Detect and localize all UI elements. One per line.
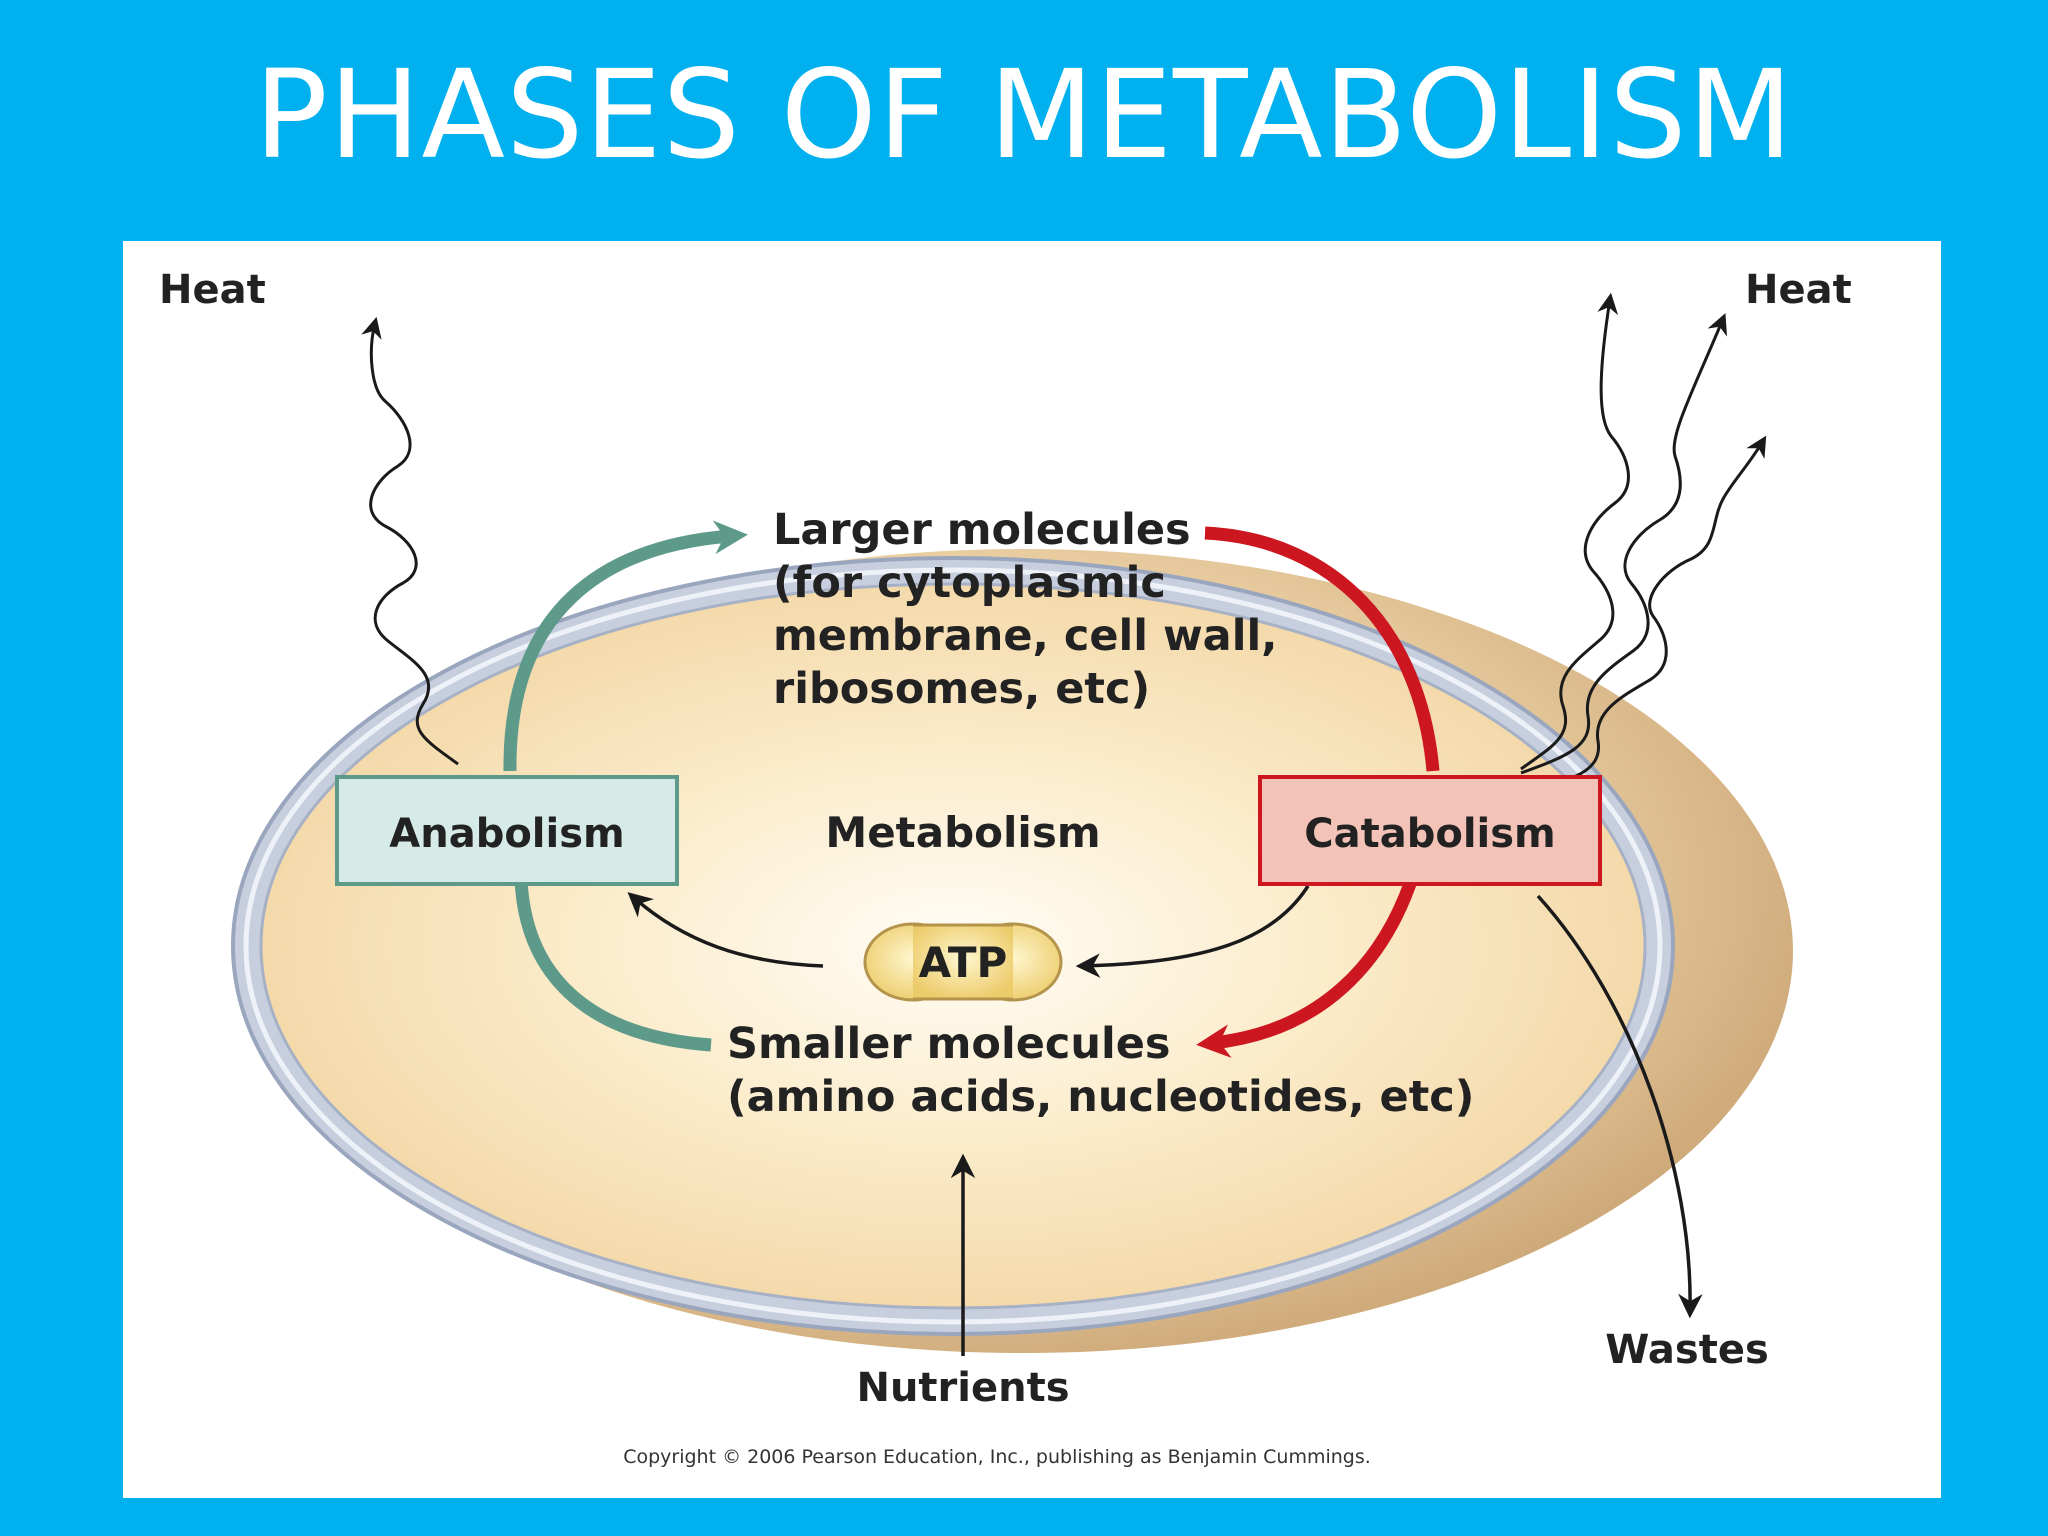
svg-text:Smaller molecules: Smaller molecules	[727, 1019, 1170, 1069]
heat-squiggle-left	[361, 316, 459, 766]
atp-label: ATP	[919, 938, 1008, 987]
svg-text:(for cytoplasmic: (for cytoplasmic	[773, 558, 1166, 608]
metabolism-diagram: Anabolism Catabolism Metabolism ATP Larg…	[159, 267, 1852, 1468]
catabolism-box	[1258, 775, 1602, 886]
cell-membrane-inner-line	[243, 567, 1663, 1325]
svg-text:Larger molecules: Larger molecules	[773, 505, 1191, 555]
wastes-label: Wastes	[1605, 1327, 1769, 1373]
svg-text:(amino acids, nucleotides, etc: (amino acids, nucleotides, etc)	[727, 1072, 1474, 1122]
heat-squiggle-right-3	[1520, 435, 1767, 793]
atp-to-anabolism-arrow	[627, 892, 824, 968]
larger-molecules-label: Larger molecules (for cytoplasmic membra…	[773, 505, 1278, 714]
smaller-molecules-label: Smaller molecules (amino acids, nucleoti…	[727, 1019, 1474, 1122]
heat-squiggle-right-2	[1520, 313, 1728, 775]
atp-molecule	[863, 922, 1063, 1002]
svg-text:membrane, cell wall,: membrane, cell wall,	[773, 611, 1278, 661]
wastes-arrow	[1536, 894, 1703, 1319]
heat-label-left: Heat	[159, 267, 266, 313]
catabolism-arc-bottom	[1196, 878, 1418, 1058]
copyright-notice: Copyright © 2006 Pearson Education, Inc.…	[623, 1446, 1371, 1468]
catabolism-label: Catabolism	[1304, 811, 1555, 857]
metabolism-label: Metabolism	[825, 808, 1100, 857]
nutrients-label: Nutrients	[856, 1365, 1069, 1411]
anabolism-label: Anabolism	[389, 811, 624, 857]
slide-title: PHASES OF METABOLISM	[254, 44, 1794, 186]
heat-squiggle-right-1	[1520, 292, 1630, 771]
svg-text:ribosomes, etc): ribosomes, etc)	[773, 664, 1150, 714]
catabolism-to-atp-arrow	[1075, 885, 1310, 978]
heat-label-right: Heat	[1745, 267, 1852, 313]
anabolism-arc-down	[514, 878, 712, 1052]
anabolism-box	[335, 775, 679, 886]
anabolism-arc-up	[503, 520, 748, 772]
catabolism-arc-top	[1204, 526, 1440, 772]
diagram-panel: Anabolism Catabolism Metabolism ATP Larg…	[123, 241, 1941, 1498]
